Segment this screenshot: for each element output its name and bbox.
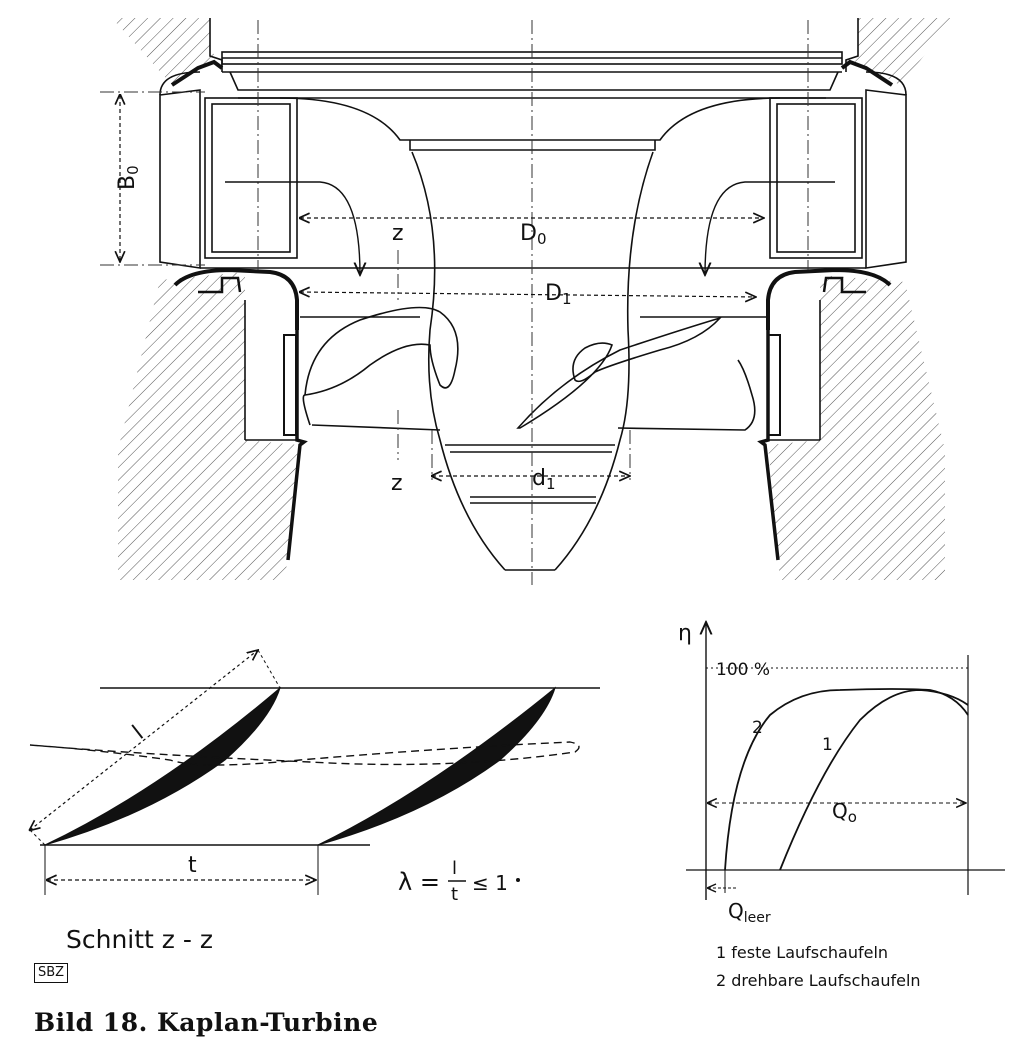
lambda-num: l: [452, 858, 457, 879]
lambda-formula: λ =: [398, 868, 440, 896]
lambda-den: t: [451, 884, 458, 905]
efficiency-chart: [686, 622, 1005, 900]
label-D1: D1: [545, 281, 572, 308]
efficiency-labels: η 100 % 2 1 Qo Qleer 1 feste Laufschaufe…: [678, 621, 921, 990]
curve-2: [724, 688, 969, 871]
hub-left: [411, 151, 506, 571]
label-Q0: Qo: [832, 799, 857, 826]
concrete-right: [768, 275, 945, 580]
blade-profile-2: [317, 686, 556, 846]
label-100pct: 100 %: [716, 660, 770, 680]
dashed-profile: [29, 741, 580, 766]
center-lines: [100, 20, 809, 585]
lambda-rel: ≤ 1: [472, 871, 508, 895]
label-curve-1: 1: [822, 735, 833, 755]
hub-upper: [279, 97, 781, 141]
label-D0: D0: [520, 221, 547, 248]
legend-1: 1 feste Laufschaufeln: [716, 943, 888, 962]
concrete-top-left: [112, 18, 222, 85]
label-Qleer: Qleer: [728, 899, 771, 926]
casing-right: [865, 89, 907, 269]
casing-left: [159, 89, 201, 269]
concrete-top-right: [848, 18, 955, 85]
label-d1: d1: [532, 466, 556, 493]
curve-1: [779, 689, 969, 871]
blade-left: [304, 306, 459, 396]
blade-section-labels: l t λ = l t ≤ 1 Schnitt z - z: [66, 721, 520, 954]
label-z-upper: z: [392, 221, 404, 246]
hub-right: [554, 151, 654, 571]
label-t: t: [188, 853, 197, 878]
figure-caption: Bild 18. Kaplan-Turbine: [34, 1008, 379, 1037]
label-curve-2: 2: [752, 718, 763, 738]
label-z-lower: z: [391, 471, 403, 496]
dimension-lines: [120, 95, 764, 476]
concrete-left: [118, 272, 300, 580]
label-l: l: [128, 721, 148, 744]
schnitt-label: Schnitt z - z: [66, 925, 213, 954]
blade-profile-1: [44, 686, 281, 846]
blade-right: [516, 316, 723, 429]
dimension-labels: B0 D0 D1 d1 z z: [115, 165, 572, 496]
flow-arrows: [225, 181, 835, 275]
blade-section: [30, 650, 600, 895]
label-B0: B0: [115, 165, 142, 190]
legend-2: 2 drehbare Laufschaufeln: [716, 971, 921, 990]
dim-l: [30, 650, 258, 830]
sbz-badge: SBZ: [34, 963, 69, 983]
label-eta: η: [678, 621, 692, 646]
dim-D1: [300, 292, 756, 297]
turbine-section: [112, 18, 955, 580]
